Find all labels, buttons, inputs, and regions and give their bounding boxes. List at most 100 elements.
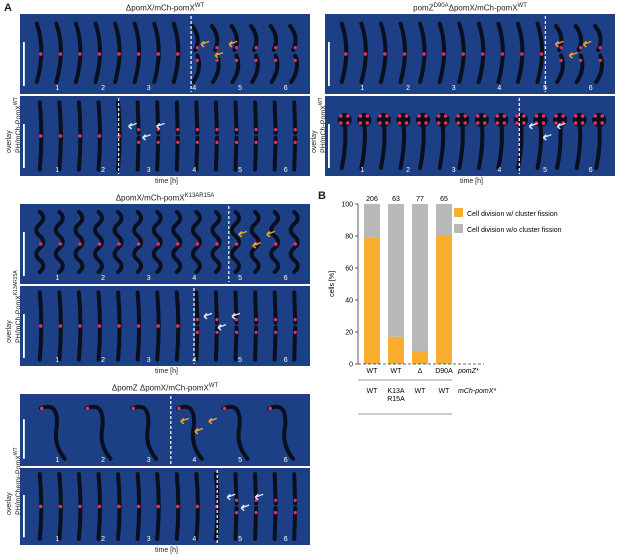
cell bbox=[57, 290, 63, 362]
time-tick-label: 4 bbox=[192, 85, 196, 92]
cell bbox=[253, 290, 259, 362]
cell bbox=[339, 21, 349, 84]
panel-d90a-side-label: overlay PH/mCh-PomXWT bbox=[311, 97, 328, 153]
time-tick-label: 4 bbox=[192, 536, 196, 543]
panel-d90a-title: pomZD90AΔpomX/mCh-pomXWT bbox=[413, 3, 527, 13]
time-tick-label: 6 bbox=[284, 536, 288, 543]
cell bbox=[288, 210, 300, 274]
bar-without-fission bbox=[412, 204, 428, 352]
cell bbox=[253, 472, 259, 541]
time-tick-label: 2 bbox=[406, 85, 410, 92]
panel-d90a-strip-top: 1 2 3 4 5 6 bbox=[325, 14, 615, 94]
time-tick-label: 4 bbox=[192, 167, 196, 174]
legend-label: Cell division w/o cluster fission bbox=[467, 227, 562, 234]
cell bbox=[175, 404, 204, 461]
pomz-genotype-label: Δ bbox=[418, 368, 423, 375]
cell bbox=[194, 100, 200, 172]
y-tick-label: 80 bbox=[345, 234, 353, 241]
cell bbox=[135, 472, 142, 541]
arrow-icon bbox=[128, 122, 137, 130]
scale-bar bbox=[23, 494, 25, 538]
cell bbox=[378, 21, 388, 84]
cell bbox=[96, 472, 102, 541]
bar-count-label: 63 bbox=[392, 196, 400, 203]
arrow-icon bbox=[554, 40, 564, 48]
cell bbox=[233, 100, 239, 172]
arrow-icon bbox=[180, 417, 190, 425]
arrow-icon-group bbox=[554, 40, 592, 59]
cell bbox=[76, 472, 83, 541]
cell bbox=[130, 404, 159, 461]
time-tick-label: 3 bbox=[147, 536, 151, 543]
cell bbox=[457, 21, 466, 84]
time-tick-label: 4 bbox=[192, 357, 196, 364]
scale-bar bbox=[23, 42, 25, 86]
cell bbox=[116, 290, 122, 362]
scale-bar bbox=[23, 419, 25, 459]
time-tick-label: 5 bbox=[543, 85, 547, 92]
time-tick-label: 6 bbox=[589, 85, 593, 92]
panel-dpomz-time-label: time [h] bbox=[155, 547, 178, 554]
cell bbox=[435, 113, 450, 170]
time-tick-label: 3 bbox=[147, 275, 151, 282]
cell bbox=[398, 21, 407, 84]
cell bbox=[292, 290, 298, 362]
cell bbox=[190, 24, 202, 84]
cell bbox=[38, 404, 67, 461]
cell bbox=[37, 100, 44, 172]
cell bbox=[135, 100, 141, 172]
arrow-icon-group bbox=[203, 312, 241, 331]
time-tick-label: 1 bbox=[360, 85, 364, 92]
time-tick-label: 3 bbox=[452, 167, 456, 174]
arrow-icon-group bbox=[180, 417, 218, 435]
y-tick-label: 40 bbox=[345, 298, 353, 305]
y-tick-label: 20 bbox=[345, 330, 353, 337]
legend-label: Cell division w/ cluster fission bbox=[467, 211, 558, 218]
time-tick-label: 2 bbox=[101, 357, 105, 364]
time-tick-label: 4 bbox=[497, 167, 501, 174]
scale-bar bbox=[23, 124, 25, 168]
time-tick-label: 1 bbox=[55, 167, 59, 174]
time-tick-label: 6 bbox=[284, 85, 288, 92]
cell bbox=[174, 472, 181, 541]
panel-wt-side-label: overlay PH/mCh-PomXWT bbox=[6, 97, 23, 153]
pomx-genotype-label: WT bbox=[439, 388, 451, 395]
cell bbox=[171, 210, 183, 274]
bar-count-label: 77 bbox=[416, 196, 424, 203]
cell bbox=[57, 472, 63, 541]
pomx-genotype-label: WT bbox=[415, 388, 427, 395]
cell bbox=[253, 100, 259, 172]
cell bbox=[152, 21, 161, 84]
arrow-icon bbox=[240, 504, 250, 512]
cell bbox=[572, 113, 587, 170]
bar-with-fission bbox=[388, 336, 404, 364]
time-tick-label: 1 bbox=[55, 536, 59, 543]
cell bbox=[113, 21, 122, 84]
arrow-icon bbox=[228, 40, 238, 48]
scale-bar bbox=[328, 124, 330, 168]
bar-without-fission bbox=[364, 204, 380, 238]
cell bbox=[494, 113, 509, 170]
pomz-genotype-label: WT bbox=[391, 368, 403, 375]
pomz-row-label: pomZ* bbox=[457, 368, 479, 375]
cell bbox=[37, 290, 44, 362]
cell bbox=[476, 21, 486, 84]
time-tick-label: 2 bbox=[101, 457, 105, 464]
time-tick-label: 1 bbox=[55, 457, 59, 464]
cell bbox=[57, 100, 63, 172]
time-tick-label: 4 bbox=[497, 85, 501, 92]
cell bbox=[174, 290, 181, 362]
cell bbox=[37, 472, 44, 541]
cell bbox=[34, 210, 46, 274]
cell bbox=[272, 100, 278, 172]
arrow-icon bbox=[238, 230, 248, 238]
cell bbox=[233, 472, 239, 541]
cell bbox=[554, 24, 565, 84]
cell bbox=[272, 472, 278, 541]
arrow-icon bbox=[266, 230, 276, 238]
cell bbox=[418, 21, 427, 84]
time-tick-label: 3 bbox=[452, 85, 456, 92]
